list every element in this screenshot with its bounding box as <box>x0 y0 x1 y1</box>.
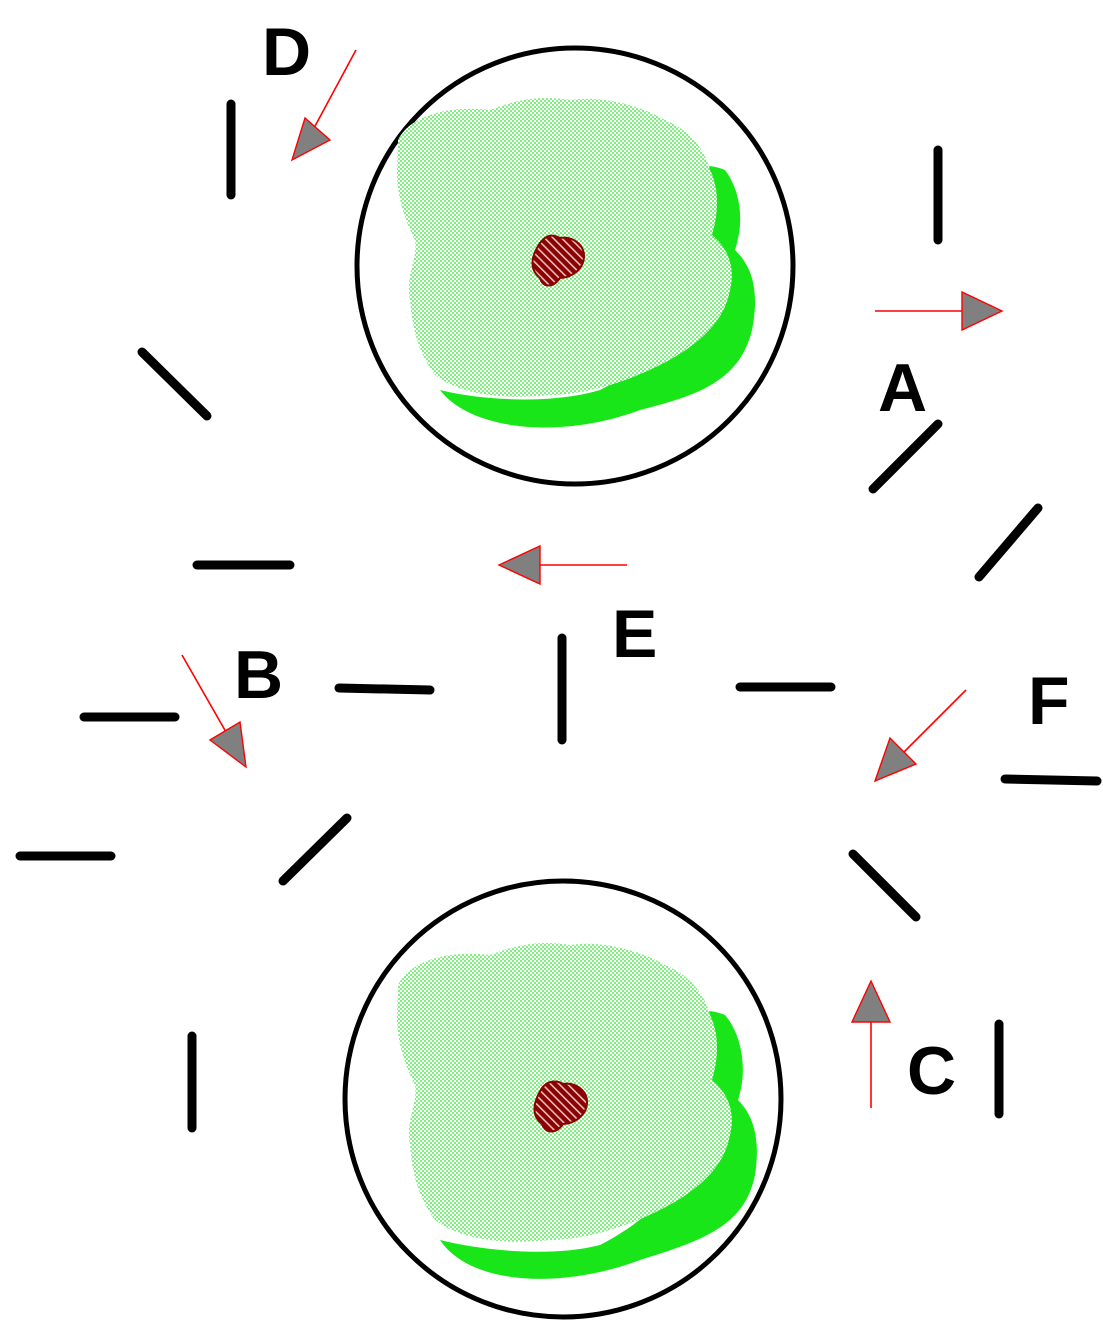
cell-top <box>354 45 796 487</box>
arrowhead <box>873 736 918 783</box>
arrow-c <box>850 979 892 1108</box>
arrowhead <box>208 720 247 769</box>
line-segments <box>15 99 1102 1133</box>
segment <box>848 849 921 922</box>
segment <box>868 419 943 494</box>
segment <box>334 683 435 695</box>
label-c: C <box>907 1033 956 1109</box>
label-f: F <box>1028 663 1070 739</box>
arrow-f <box>873 689 967 783</box>
arrow-b <box>181 654 247 769</box>
cytoplasm-shadow <box>440 1011 757 1279</box>
nucleus <box>531 234 586 287</box>
nucleus <box>533 1080 589 1133</box>
arrowhead <box>961 290 1004 332</box>
segment <box>137 347 212 421</box>
arrowhead <box>290 116 332 162</box>
cell-bottom <box>342 878 784 1320</box>
segment <box>1000 774 1102 786</box>
arrow-a <box>875 290 1004 332</box>
arrowhead <box>497 544 541 586</box>
segment <box>278 813 352 886</box>
label-d: D <box>262 14 311 90</box>
cytoplasm-shadow <box>440 166 756 428</box>
arrow-e <box>497 544 627 586</box>
arrow-d <box>290 49 357 162</box>
label-a: A <box>878 350 927 426</box>
label-e: E <box>612 596 657 672</box>
label-b: B <box>234 637 283 713</box>
segment <box>974 503 1043 582</box>
arrowhead <box>850 979 892 1023</box>
